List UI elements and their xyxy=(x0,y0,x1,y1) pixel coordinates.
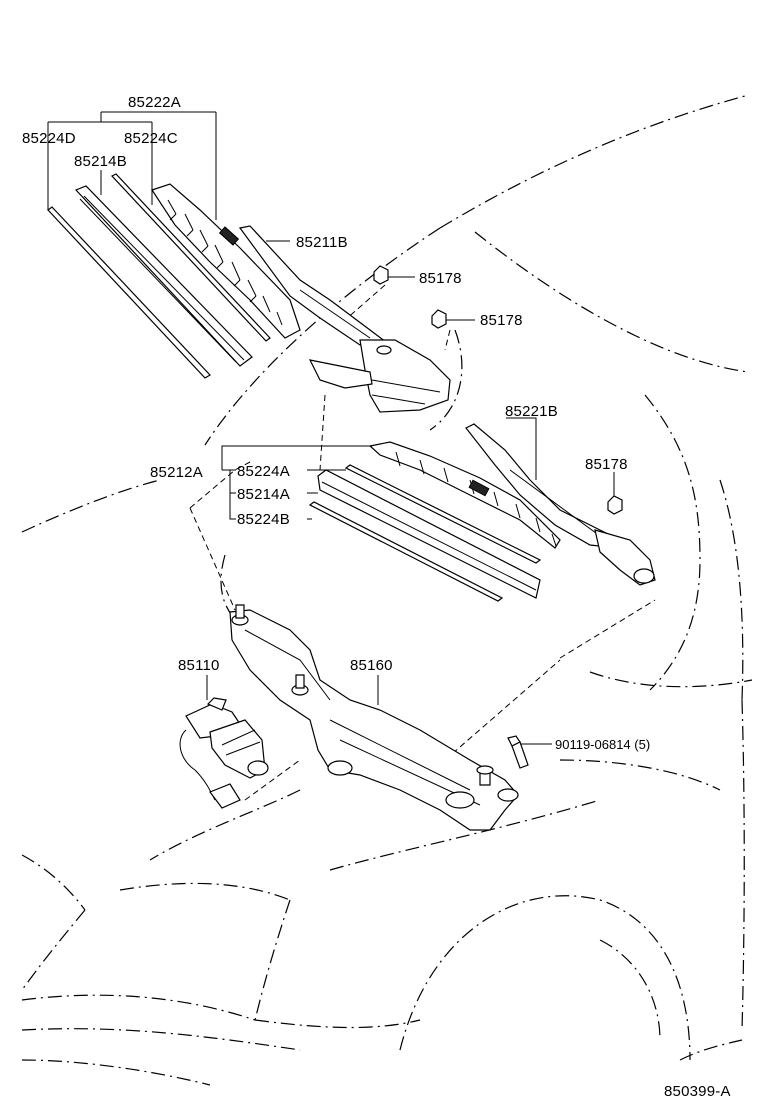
bolt-90119 xyxy=(507,735,529,769)
nut-cap-85178-a xyxy=(373,265,389,285)
callout-85221b: 85221B xyxy=(505,403,558,420)
blade-refill-85224a xyxy=(344,464,542,564)
blade-refill-85224b xyxy=(308,501,504,602)
nut-cap-85178-b xyxy=(431,309,447,329)
callout-85178-a: 85178 xyxy=(419,270,462,287)
upper-wiper-blade-assembly xyxy=(47,173,301,379)
wiper-linkage-85160 xyxy=(229,604,519,831)
blade-rubber-85214b xyxy=(74,185,253,367)
blade-refill-85224c xyxy=(111,173,271,342)
blade-refill-85224d xyxy=(47,206,211,379)
callout-85178-b: 85178 xyxy=(480,312,523,329)
nut-cap-85178-c xyxy=(607,495,623,515)
vehicle-body-outline xyxy=(21,95,753,1086)
leader-lines xyxy=(47,111,615,745)
callout-85222a: 85222A xyxy=(128,94,181,111)
group-boundaries xyxy=(189,284,656,801)
upper-wiper-arm xyxy=(238,225,451,413)
callout-85224c: 85224C xyxy=(124,130,178,147)
blade-rubber-85214a xyxy=(317,469,541,599)
callout-85224d: 85224D xyxy=(22,130,76,147)
callout-85178-c: 85178 xyxy=(585,456,628,473)
callout-85214b: 85214B xyxy=(74,153,127,170)
lower-wiper-blade-assembly xyxy=(308,441,561,602)
callout-labels: 85222A 85224D 85224C 85214B 85211B 85178… xyxy=(22,94,731,1100)
callout-90119: 90119-06814 (5) xyxy=(555,737,650,752)
callout-85211b: 85211B xyxy=(296,234,348,251)
callout-85212a: 85212A xyxy=(150,464,203,481)
lower-wiper-arm xyxy=(465,423,656,586)
wiper-motor-85110 xyxy=(179,697,269,809)
callout-85110: 85110 xyxy=(178,657,220,674)
callout-85224a: 85224A xyxy=(237,463,290,480)
callout-85224b: 85224B xyxy=(237,511,290,528)
lower-blade-frame xyxy=(368,441,561,549)
callout-85214a: 85214A xyxy=(237,486,290,503)
drawing-number: 850399-A xyxy=(664,1083,731,1100)
callout-85160: 85160 xyxy=(350,657,393,674)
